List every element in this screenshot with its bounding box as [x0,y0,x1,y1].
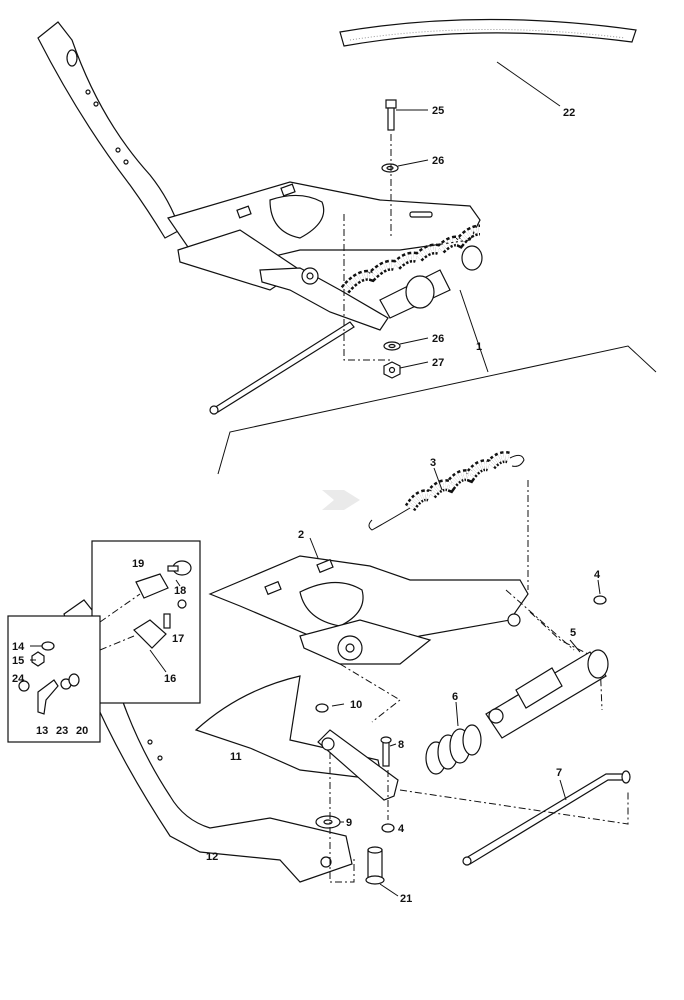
seat-plate-2 [208,555,529,665]
nut-27 [383,361,401,379]
callout-17: 17 [172,633,184,645]
washer-26-top [381,163,399,173]
damper-5 [485,649,609,739]
clip-4-top [593,595,607,605]
callout-16: 16 [164,673,176,685]
callout-25: 25 [432,105,444,117]
callout-6: 6 [452,691,458,703]
callout-10: 10 [350,699,362,711]
callout-15: 15 [12,655,24,667]
washer-9 [315,815,341,829]
callout-23: 23 [56,725,68,737]
rod-7 [462,770,631,866]
upper-seat-assembly [37,21,483,415]
inset-knob-detail [91,540,201,704]
callout-27: 27 [432,357,444,369]
callout-4-bottom: 4 [398,823,405,835]
inset-latch-detail [7,615,101,743]
watermark-logo [322,490,360,510]
callout-14: 14 [12,641,25,653]
clip-4-bottom [381,823,395,833]
bushing-21 [365,846,385,885]
callout-24: 24 [12,673,25,685]
link-arm [315,703,399,801]
callout-8: 8 [398,739,404,751]
callout-2: 2 [298,529,304,541]
callout-21: 21 [400,893,412,905]
callout-22: 22 [563,107,575,119]
callout-19: 19 [132,558,144,570]
spring-3 [368,451,525,531]
callout-7: 7 [556,767,562,779]
callout-20: 20 [76,725,88,737]
callout-18: 18 [174,585,186,597]
callout-26-bottom: 26 [432,333,444,345]
callout-12: 12 [206,851,218,863]
callout-4-top: 4 [594,569,601,581]
callout-26-top: 26 [432,155,444,167]
callout-1: 1 [476,341,482,353]
decal-strip-22 [339,18,637,47]
washer-26-bottom [383,341,401,351]
callout-11: 11 [230,751,242,763]
callout-9: 9 [346,817,352,829]
bolt-25 [385,99,397,131]
callout-3: 3 [430,457,436,469]
bellows-6 [425,724,482,775]
callout-13: 13 [36,725,48,737]
callout-5: 5 [570,627,576,639]
